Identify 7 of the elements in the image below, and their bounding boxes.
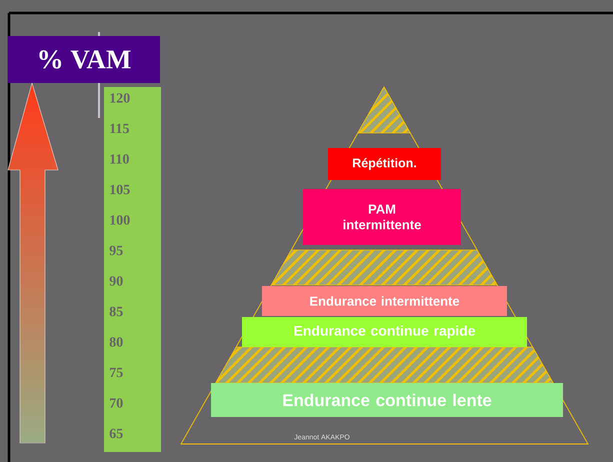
title-box: % VAM <box>8 36 160 83</box>
level-box: PAM intermittente <box>303 189 461 245</box>
level-box: Répétition. <box>328 148 441 180</box>
scale-bar: 120 115 110 105 100 95 90 85 80 75 70 65 <box>104 87 161 452</box>
level-box: Endurance continue rapide <box>242 317 527 347</box>
level-box: Endurance intermittente <box>262 286 507 316</box>
level-box: Endurance continue lente <box>211 383 563 417</box>
